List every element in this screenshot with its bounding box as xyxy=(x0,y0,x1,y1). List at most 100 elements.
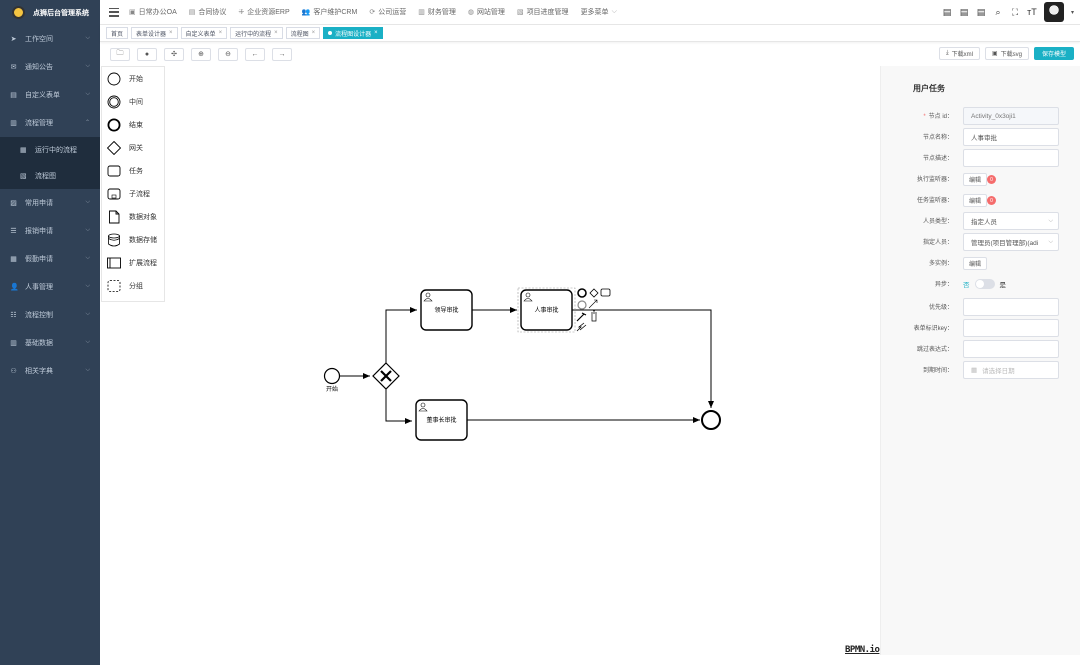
palette-start-event[interactable]: 开始 xyxy=(102,67,164,90)
palette-label: 网关 xyxy=(129,144,143,152)
topnav-menu-crm[interactable]: 👥客户维护CRM xyxy=(302,7,358,17)
close-icon[interactable]: × xyxy=(274,30,278,36)
topnav-menu-more[interactable]: 更多菜单⌵ xyxy=(581,7,617,17)
sidebar-subitem-running[interactable]: ▦运行中的流程 xyxy=(0,137,100,163)
close-icon[interactable]: × xyxy=(218,30,223,36)
form-key-field[interactable] xyxy=(963,319,1059,337)
task-label: 人事审批 xyxy=(534,306,558,314)
palette-intermediate-event[interactable]: 中间 xyxy=(102,90,164,113)
sidebar-item-common[interactable]: ▨常用申请⌵ xyxy=(0,189,100,217)
tag-running-process[interactable]: 运行中的流程× xyxy=(230,27,283,39)
font-size-icon[interactable]: ᴛT xyxy=(1027,7,1037,17)
exec-listener-edit-button[interactable]: 编辑 xyxy=(963,173,988,186)
sidebar-item-leave[interactable]: ▦假勤申请⌵ xyxy=(0,245,100,273)
fullscreen-icon[interactable]: ⛶ xyxy=(1011,6,1019,17)
topnav-menu-project[interactable]: ▧项目进度管理 xyxy=(517,7,569,17)
palette-task[interactable]: 任务 xyxy=(102,159,164,182)
topnav-menu-finance[interactable]: ▥财务管理 xyxy=(418,7,456,17)
priority-field[interactable] xyxy=(963,298,1059,316)
sidebar-item-custom-form[interactable]: ▤自定义表单⌵ xyxy=(0,81,100,109)
search-icon[interactable]: ⌕ xyxy=(995,6,1001,17)
palette-data-object[interactable]: 数据对象 xyxy=(102,205,164,228)
sidebar-item-basedata[interactable]: ▥基础数据⌵ xyxy=(0,329,100,357)
avatar[interactable] xyxy=(1043,2,1064,22)
due-date-picker[interactable]: ▦请选择日期 xyxy=(963,361,1059,379)
multi-instance-edit-button[interactable]: 编辑 xyxy=(963,257,988,270)
text-annotation-icon[interactable] xyxy=(588,299,598,309)
file-icon[interactable]: ▤ xyxy=(959,6,969,17)
sidebar-item-control[interactable]: ☷流程控制⌵ xyxy=(0,301,100,329)
flow-hr-end[interactable] xyxy=(572,309,714,408)
tag-home[interactable]: 首页 xyxy=(106,27,129,39)
append-end-event-icon[interactable] xyxy=(577,288,587,298)
sidebar-item-workspace[interactable]: ➤工作空间⌵ xyxy=(0,25,100,53)
palette-end-event[interactable]: 结束 xyxy=(102,113,164,136)
task-hr-approval[interactable]: 人事审批 xyxy=(517,287,576,333)
list-icon: ☰ xyxy=(10,227,17,235)
download-svg-button[interactable]: ▣下载svg xyxy=(984,47,1029,60)
task-leader-approval[interactable]: 领导审批 xyxy=(420,289,473,331)
close-icon[interactable]: × xyxy=(169,30,173,36)
connect-icon[interactable] xyxy=(576,322,587,332)
wrench-icon[interactable] xyxy=(576,312,587,322)
close-icon[interactable]: × xyxy=(374,30,378,36)
zoom-out-button[interactable]: ⊖ xyxy=(218,47,238,61)
topnav-menu-ops[interactable]: ⟳公司运营 xyxy=(369,7,406,17)
sidebar-item-notice[interactable]: ✉通知公告⌵ xyxy=(0,53,100,81)
exclusive-gateway[interactable] xyxy=(372,362,400,390)
undo-button[interactable]: ← xyxy=(245,47,265,61)
append-gateway-icon[interactable] xyxy=(589,288,599,298)
skip-expr-field[interactable] xyxy=(963,340,1059,358)
tag-flowchart-designer[interactable]: 流程图设计器× xyxy=(323,27,383,39)
task-chairman-approval[interactable]: 董事长审批 xyxy=(415,399,468,441)
save-model-button[interactable]: 保存模型 xyxy=(1033,47,1074,60)
fit-button[interactable]: ✣ xyxy=(164,47,184,61)
assignee-select[interactable]: 管理员(项目管理部)(adi⌵ xyxy=(963,233,1059,251)
sidebar-item-dict[interactable]: ⚇相关字典⌵ xyxy=(0,357,100,385)
start-event[interactable]: 开始 xyxy=(323,367,341,394)
bpmn-diagram[interactable]: 开始 领导审批 人事审批 xyxy=(100,66,880,665)
topnav-menu-oa[interactable]: ▣日常办公OA xyxy=(129,7,177,17)
flow-gateway-chairman[interactable] xyxy=(385,389,412,424)
trash-icon[interactable] xyxy=(591,310,597,322)
palette-pool[interactable]: 扩展流程 xyxy=(102,251,164,274)
bpmn-io-watermark[interactable]: BPMN.io xyxy=(845,645,880,655)
download-xml-button[interactable]: ⤓下载xml xyxy=(938,47,980,60)
document-icon[interactable]: ▤ xyxy=(942,6,952,17)
close-icon[interactable]: × xyxy=(311,30,316,36)
end-event[interactable] xyxy=(701,410,721,430)
person-type-label: 人员类型： xyxy=(922,219,953,225)
redo-button[interactable]: → xyxy=(272,47,292,61)
reset-button[interactable]: ● xyxy=(137,47,157,61)
palette-gateway[interactable]: 网关 xyxy=(102,136,164,159)
bpmn-canvas[interactable]: 开始 领导审批 人事审批 xyxy=(100,66,880,665)
tag-custom-form[interactable]: 自定义表单× xyxy=(180,27,228,39)
palette-subprocess[interactable]: 子流程 xyxy=(102,182,164,205)
sidebar-item-process[interactable]: ▥流程管理⌃ xyxy=(0,109,100,137)
open-file-button[interactable]: 🗀 xyxy=(110,47,130,61)
active-dot-icon xyxy=(328,31,333,35)
node-name-field[interactable]: 人事审批 xyxy=(963,128,1059,146)
flow-gateway-leader[interactable] xyxy=(385,307,417,363)
notes-icon[interactable]: ▤ xyxy=(976,6,986,17)
person-type-select[interactable]: 指定人员⌵ xyxy=(963,212,1059,230)
palette-data-store[interactable]: 数据存储 xyxy=(102,228,164,251)
sidebar-subitem-flowchart[interactable]: ▧流程图 xyxy=(0,163,100,189)
append-task-icon[interactable] xyxy=(600,288,611,297)
append-intermediate-event-icon[interactable] xyxy=(577,300,587,310)
palette-group[interactable]: 分组 xyxy=(102,274,164,297)
topnav-menu-website[interactable]: ◍网站管理 xyxy=(468,7,505,17)
node-id-field[interactable]: Activity_0x3oji1 xyxy=(963,107,1059,125)
sidebar-item-reimburse[interactable]: ☰报销申请⌵ xyxy=(0,217,100,245)
async-switch[interactable] xyxy=(974,279,995,289)
hamburger-icon[interactable] xyxy=(109,7,119,17)
topnav-menu-erp[interactable]: ⁜企业资源ERP xyxy=(238,7,289,17)
sidebar-item-hr[interactable]: 👤人事管理⌵ xyxy=(0,273,100,301)
tag-form-designer[interactable]: 表单设计器× xyxy=(131,27,178,39)
tag-flowchart[interactable]: 流程图× xyxy=(285,27,321,39)
zoom-in-button[interactable]: ⊕ xyxy=(191,47,211,61)
topnav-menu-contract[interactable]: ▤合同协议 xyxy=(189,7,227,17)
task-listener-edit-button[interactable]: 编辑 xyxy=(963,194,988,207)
node-desc-field[interactable] xyxy=(963,149,1059,167)
caret-down-icon[interactable]: ▾ xyxy=(1070,9,1074,16)
